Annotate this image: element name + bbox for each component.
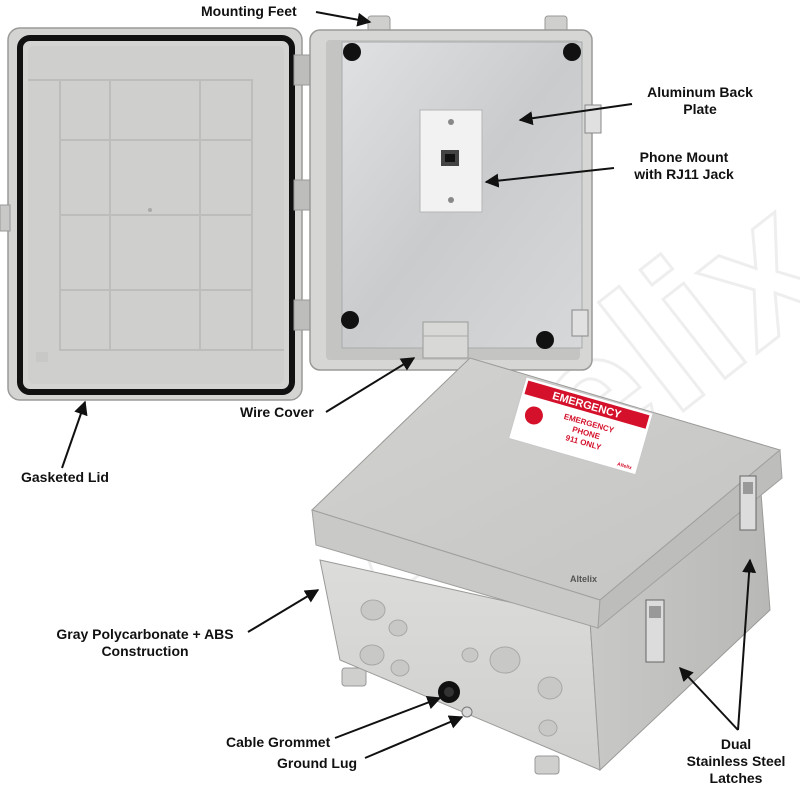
label-aluminum-back-plate: Aluminum Back Plate xyxy=(640,84,760,118)
label-construction: Gray Polycarbonate + ABS Construction xyxy=(45,626,245,660)
sticker-maker: Altelix xyxy=(616,461,632,471)
label-phone-mount: Phone Mount with RJ11 Jack xyxy=(614,149,754,183)
label-mounting-feet: Mounting Feet xyxy=(201,3,297,19)
label-construction-line2: Construction xyxy=(101,643,189,659)
phone-mount xyxy=(419,109,483,213)
label-latches-line3: Latches xyxy=(709,770,763,786)
label-cable-grommet: Cable Grommet xyxy=(226,734,331,750)
stainless-latch xyxy=(739,475,757,531)
label-phone-mount-line2: with RJ11 Jack xyxy=(634,166,734,182)
label-wire-cover: Wire Cover xyxy=(240,404,314,420)
open-base xyxy=(309,15,602,371)
label-construction-line1: Gray Polycarbonate + ABS xyxy=(56,626,234,642)
label-gasketed-lid: Gasketed Lid xyxy=(21,469,109,485)
label-latches: Dual Stainless Steel Latches xyxy=(676,736,796,787)
callout-arrows xyxy=(61,11,757,759)
wire-cover xyxy=(422,321,469,359)
label-latches-line1: Dual xyxy=(720,736,752,752)
phone-icon xyxy=(524,406,543,425)
open-lid xyxy=(0,27,311,401)
label-phone-mount-line1: Phone Mount xyxy=(639,149,729,165)
ground-lug xyxy=(461,706,473,718)
lid-gasket xyxy=(17,35,295,395)
label-aluminum-back-plate-line1: Aluminum Back xyxy=(647,84,753,100)
label-aluminum-back-plate-line2: Plate xyxy=(683,101,717,117)
label-latches-line2: Stainless Steel xyxy=(686,753,786,769)
label-ground-lug: Ground Lug xyxy=(277,755,358,771)
box-logo: Altelix xyxy=(570,574,597,584)
closed-enclosure: Altelix EMERGENCY EMERGENCY PHONE 911 ON… xyxy=(311,357,783,775)
emergency-sticker: EMERGENCY EMERGENCY PHONE 911 ONLY Altel… xyxy=(508,376,654,476)
stainless-latch xyxy=(645,599,665,663)
